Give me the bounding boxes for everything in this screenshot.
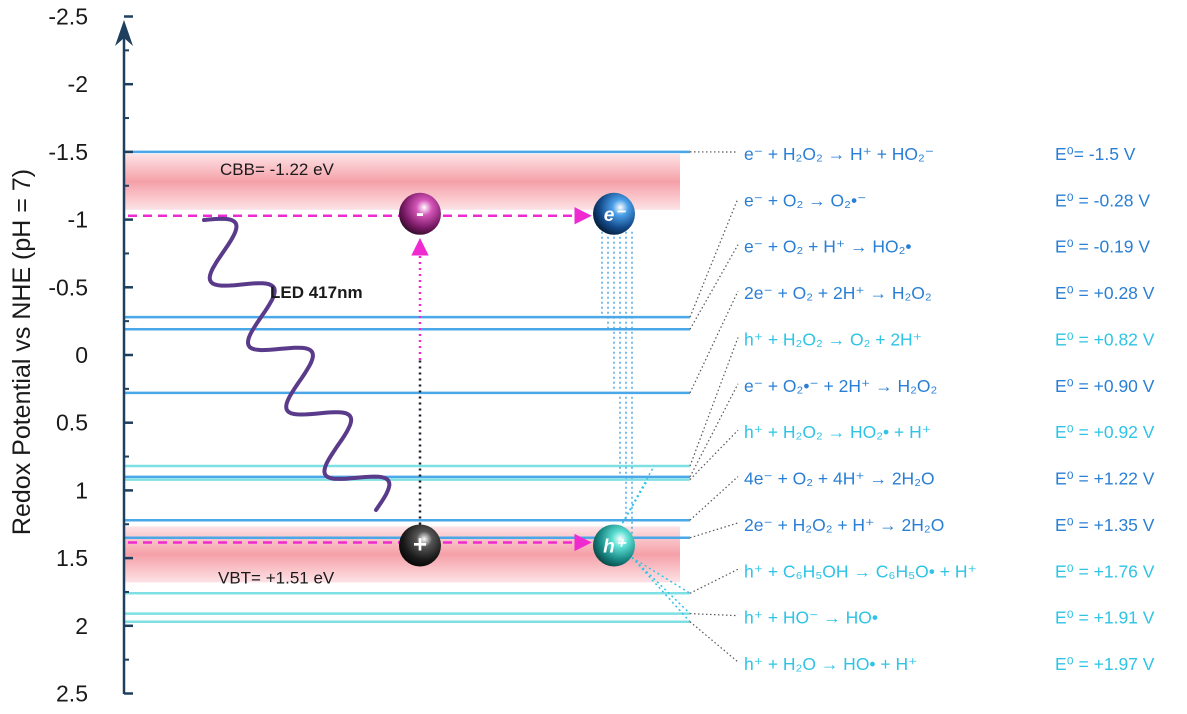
electron-connectors: [602, 232, 632, 538]
reaction-equation: h⁺ + H₂O₂ → O₂ + 2H⁺: [744, 329, 922, 349]
y-tick-label: 0: [75, 342, 88, 368]
cbb-label: CBB= -1.22 eV: [220, 160, 335, 179]
reaction-leader: [690, 384, 738, 477]
y-tick-label: 1: [75, 477, 88, 503]
y-tick-label: -1.5: [48, 139, 88, 165]
reaction-potential: E⁰ = -0.28 V: [1055, 190, 1150, 210]
reaction-potential: E⁰ = +1.35 V: [1055, 515, 1155, 535]
reaction-list: e⁻ + H₂O₂ → H⁺ + HO₂⁻ E⁰= -1.5 V e⁻ + O₂ →…: [744, 144, 1155, 674]
vb-charge-ball: +: [399, 524, 441, 566]
reaction-leader: [690, 614, 738, 616]
y-axis-ticks: -2.5 -2 -1.5 -1 -0.5 0 0.5 1 1.5 2 2.5: [48, 4, 133, 707]
reaction-leader: [690, 477, 738, 521]
y-tick-label: -2.5: [48, 4, 88, 30]
y-tick-label: -0.5: [48, 274, 88, 300]
reaction-equation: h⁺ + H₂O₂ → HO₂• + H⁺: [744, 422, 931, 442]
reaction-potential: E⁰ = +0.92 V: [1055, 422, 1155, 442]
reaction-potential: E⁰ = +1.97 V: [1055, 654, 1155, 674]
y-tick-label: 0.5: [56, 410, 88, 436]
reaction-potential: E⁰ = +1.76 V: [1055, 561, 1155, 581]
reaction-potential: E⁰= -1.5 V: [1055, 144, 1136, 164]
cb-charge-ball: -: [399, 193, 441, 235]
y-tick-label: 2: [75, 613, 88, 639]
reaction-equation: e⁻ + H₂O₂ → H⁺ + HO₂⁻: [744, 144, 934, 164]
reaction-equation: 4e⁻ + O₂ + 4H⁺ → 2H₂O: [744, 469, 935, 489]
hole-ball: h⁺: [593, 524, 635, 566]
y-tick-label: 2.5: [56, 681, 88, 707]
y-axis-label: Redox Potential vs NHE (pH = 7): [8, 169, 36, 535]
reaction-leader: [690, 523, 738, 538]
conduction-band-glow: [124, 154, 680, 210]
reaction-equation: 2e⁻ + H₂O₂ + H⁺ → 2H₂O: [744, 515, 944, 535]
reaction-equation: h⁺ + C₆H₅OH → C₆H₅O• + H⁺: [744, 561, 977, 581]
reaction-leader: [690, 430, 738, 479]
electron-ball: e⁻: [593, 193, 635, 235]
reaction-equation: h⁺ + H₂O → HO• + H⁺: [744, 654, 917, 674]
reaction-potential: E⁰ = +0.82 V: [1055, 329, 1155, 349]
vb-ball-symbol: +: [413, 531, 427, 558]
vbt-label: VBT= +1.51 eV: [218, 568, 335, 587]
reaction-equation: e⁻ + O₂ → O₂•⁻: [744, 190, 866, 210]
reaction-equation: 2e⁻ + O₂ + 2H⁺ → H₂O₂: [744, 283, 932, 303]
reaction-potential: E⁰ = +1.91 V: [1055, 608, 1155, 628]
y-tick-label: -1: [68, 207, 88, 233]
reaction-leader: [690, 569, 738, 593]
reaction-equation: e⁻ + O₂•⁻ + 2H⁺ → H₂O₂: [744, 376, 937, 396]
reaction-leader: [690, 291, 738, 393]
electron-symbol: e⁻: [604, 205, 627, 226]
reaction-potential: E⁰ = -0.19 V: [1055, 237, 1150, 257]
hole-symbol: h⁺: [603, 536, 627, 557]
reaction-potential: E⁰ = +0.28 V: [1055, 283, 1155, 303]
reaction-potential: E⁰ = +0.90 V: [1055, 376, 1155, 396]
reaction-leader: [690, 198, 738, 317]
leader-lines: [690, 152, 738, 662]
led-label: LED 417nm: [270, 283, 363, 302]
reaction-equation: h⁺ + HO⁻ → HO•: [744, 608, 878, 628]
reaction-leader: [690, 337, 738, 466]
reaction-leader: [690, 622, 738, 662]
y-tick-label: 1.5: [56, 545, 88, 571]
y-tick-label: -2: [68, 71, 88, 97]
reaction-potential: E⁰ = +1.22 V: [1055, 469, 1155, 489]
cb-ball-symbol: -: [416, 200, 424, 227]
reaction-equation: e⁻ + O₂ + H⁺ → HO₂•: [744, 237, 912, 257]
